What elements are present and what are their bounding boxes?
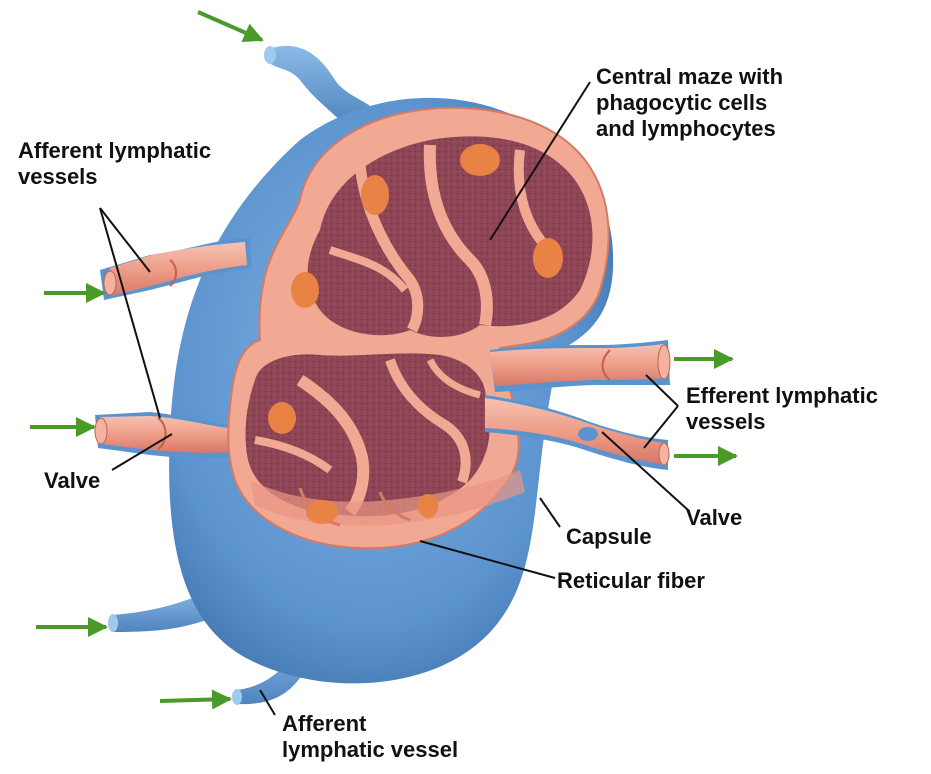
leader-afferent-upper bbox=[100, 208, 150, 272]
efferent-vessel-upper bbox=[490, 340, 670, 392]
label-capsule: Capsule bbox=[566, 524, 652, 550]
leader-afferent-middle bbox=[100, 208, 160, 418]
label-central-maze: Central maze with phagocytic cells and l… bbox=[596, 64, 783, 142]
flow-arrow-top bbox=[198, 12, 262, 40]
label-valve-right: Valve bbox=[686, 505, 742, 531]
label-valve-left: Valve bbox=[44, 468, 100, 494]
label-efferent-vessels: Efferent lymphatic vessels bbox=[686, 383, 878, 435]
label-afferent-vessels: Afferent lymphatic vessels bbox=[18, 138, 211, 190]
flow-arrow-bottom bbox=[160, 699, 230, 701]
label-afferent-vessel: Afferent lymphatic vessel bbox=[282, 711, 458, 763]
label-reticular-fiber: Reticular fiber bbox=[557, 568, 705, 594]
leader-capsule bbox=[540, 498, 560, 527]
